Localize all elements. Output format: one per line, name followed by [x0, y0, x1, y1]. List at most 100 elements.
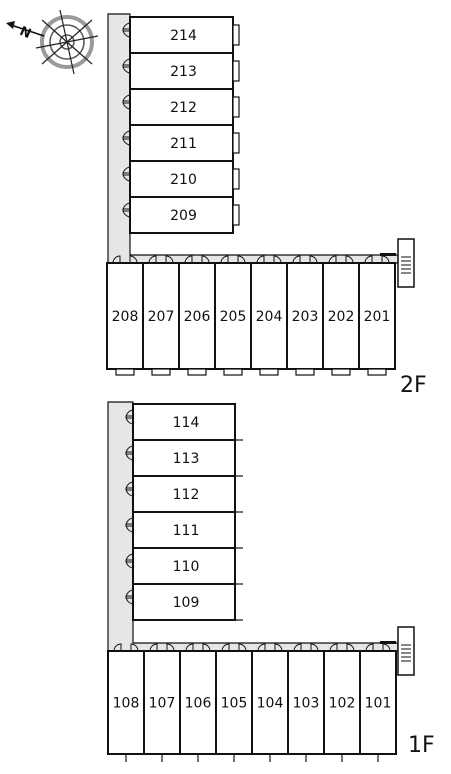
door-swing-205: [220, 255, 229, 264]
balcony-207: [151, 368, 171, 376]
unit-outline-201: [358, 262, 396, 370]
door-swing-secondary-102: [346, 643, 355, 652]
unit-203: 203: [286, 255, 324, 376]
door-swing-secondary-203: [309, 255, 318, 264]
compass-line-d: [35, 35, 99, 49]
door-swing-secondary-108: [130, 643, 139, 652]
compass-north-letter: N: [17, 24, 33, 42]
unit-207: 207: [142, 255, 180, 376]
door-swing-202: [328, 255, 337, 264]
compass-north-arrowhead: [6, 21, 15, 29]
door-swing-secondary-202: [345, 255, 354, 264]
unit-label-108: 108: [113, 696, 140, 712]
unit-outline-208: [106, 262, 144, 370]
door-swing-204: [256, 255, 265, 264]
unit-103: 103: [287, 643, 325, 762]
unit-label-112: 112: [173, 487, 200, 503]
door-swing-secondary-111: [125, 523, 134, 533]
stair-landing-2f: [380, 253, 396, 256]
balcony-210: [232, 168, 240, 190]
door-swing-secondary-101: [382, 643, 391, 652]
unit-110: 110: [125, 547, 243, 585]
balcony-213: [232, 60, 240, 82]
unit-109: 109: [125, 583, 243, 621]
balcony-208: [115, 368, 135, 376]
unit-label-203: 203: [292, 309, 319, 325]
unit-204: 204: [250, 255, 288, 376]
unit-outline-112: [132, 475, 236, 513]
balcony-206: [187, 368, 207, 376]
unit-outline-106: [179, 650, 217, 755]
unit-outline-211: [129, 124, 234, 162]
unit-label-102: 102: [329, 696, 356, 712]
unit-label-101: 101: [365, 696, 392, 712]
door-swing-secondary-201: [381, 255, 390, 264]
unit-206: 206: [178, 255, 216, 376]
unit-label-109: 109: [173, 595, 200, 611]
unit-107: 107: [143, 643, 181, 762]
door-swing-secondary-107: [166, 643, 175, 652]
door-swing-secondary-209: [122, 208, 131, 218]
unit-210: 210: [122, 160, 240, 198]
unit-label-113: 113: [173, 451, 200, 467]
door-swing-107: [149, 643, 158, 652]
door-swing-secondary-112: [125, 487, 134, 497]
unit-112: 112: [125, 475, 243, 513]
unit-outline-103: [287, 650, 325, 755]
compass-center-ring: [59, 34, 75, 50]
door-swing-secondary-214: [122, 28, 131, 38]
unit-106: 106: [179, 643, 217, 762]
unit-213: 213: [122, 52, 240, 90]
balcony-203: [295, 368, 315, 376]
stair-block-2f: [397, 238, 415, 288]
floor-label-2f: 2F: [400, 373, 427, 398]
unit-label-212: 212: [170, 100, 197, 116]
unit-label-204: 204: [256, 309, 283, 325]
unit-outline-105: [215, 650, 253, 755]
door-swing-102: [329, 643, 338, 652]
unit-label-210: 210: [170, 172, 197, 188]
stair-block-1f: [397, 626, 415, 676]
door-swing-secondary-206: [201, 255, 210, 264]
unit-outline-202: [322, 262, 360, 370]
unit-label-213: 213: [170, 64, 197, 80]
door-swing-secondary-109: [125, 595, 134, 605]
unit-209: 209: [122, 196, 240, 234]
unit-outline-102: [323, 650, 361, 755]
unit-label-104: 104: [257, 696, 284, 712]
door-swing-secondary-104: [274, 643, 283, 652]
unit-outline-206: [178, 262, 216, 370]
balcony-214: [232, 24, 240, 46]
floor-label-1f: 1F: [408, 733, 435, 758]
unit-outline-205: [214, 262, 252, 370]
unit-212: 212: [122, 88, 240, 126]
unit-111: 111: [125, 511, 243, 549]
door-swing-secondary-211: [122, 136, 131, 146]
unit-label-202: 202: [328, 309, 355, 325]
unit-outline-114: [132, 403, 236, 441]
door-swing-207: [148, 255, 157, 264]
door-swing-secondary-210: [122, 172, 131, 182]
unit-211: 211: [122, 124, 240, 162]
door-swing-103: [293, 643, 302, 652]
door-swing-201: [364, 255, 373, 264]
unit-label-103: 103: [293, 696, 320, 712]
unit-label-211: 211: [170, 136, 197, 152]
unit-label-208: 208: [112, 309, 139, 325]
door-swing-208: [112, 255, 121, 264]
unit-label-214: 214: [170, 28, 197, 44]
door-swing-secondary-106: [202, 643, 211, 652]
unit-201: 201: [358, 255, 396, 376]
door-swing-206: [184, 255, 193, 264]
unit-outline-111: [132, 511, 236, 549]
door-swing-secondary-207: [165, 255, 174, 264]
balcony-204: [259, 368, 279, 376]
unit-outline-101: [359, 650, 397, 755]
compass-outer-ring: [40, 15, 94, 69]
unit-outline-109: [132, 583, 236, 621]
unit-outline-113: [132, 439, 236, 477]
